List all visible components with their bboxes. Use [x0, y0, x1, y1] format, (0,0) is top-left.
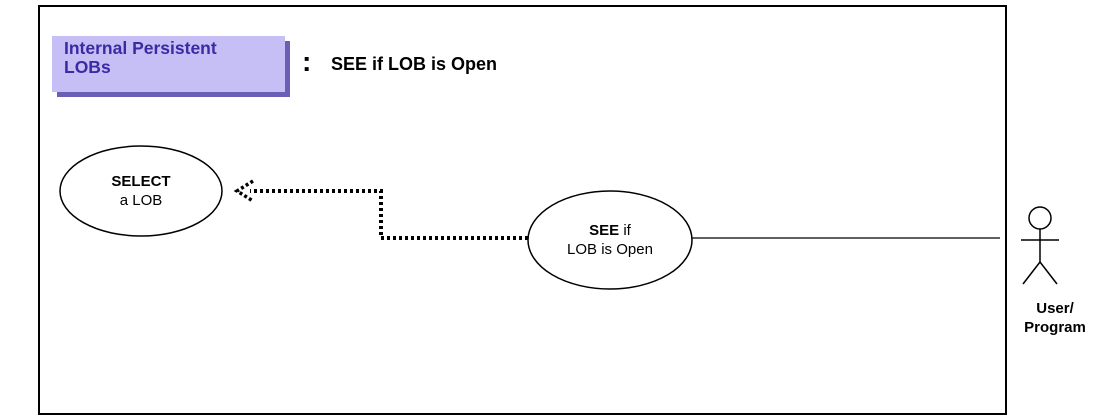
actor-label: User/ Program: [1015, 299, 1095, 337]
use-case-select-line1: SELECT: [111, 173, 171, 190]
use-case-select-line2: a LOB: [119, 192, 163, 209]
header-separator: :: [302, 46, 312, 77]
use-case-select-ellipse: [59, 145, 223, 237]
use-case-see-line2: LOB is Open: [567, 241, 653, 258]
actor-label-line1: User/: [1036, 300, 1074, 317]
diagram-subtitle: SEE if LOB is Open: [331, 54, 498, 74]
dependency-dotted-line: [250, 189, 528, 240]
use-case-select-label: SELECT a LOB: [81, 172, 201, 210]
use-case-see-line1-rest: if: [619, 222, 631, 239]
header-title-line1: Internal Persistent: [64, 38, 217, 58]
actor-label-line2: Program: [1024, 319, 1086, 336]
header-title-line2: LOBs: [64, 57, 111, 77]
dependency-arrowhead: [233, 179, 254, 203]
header-title-box: Internal Persistent LOBs: [52, 36, 285, 92]
use-case-see-line1-bold: SEE: [589, 222, 620, 239]
use-case-see-label: SEE if LOB is Open: [545, 221, 675, 259]
actor-stick-figure-icon: [1021, 206, 1059, 285]
